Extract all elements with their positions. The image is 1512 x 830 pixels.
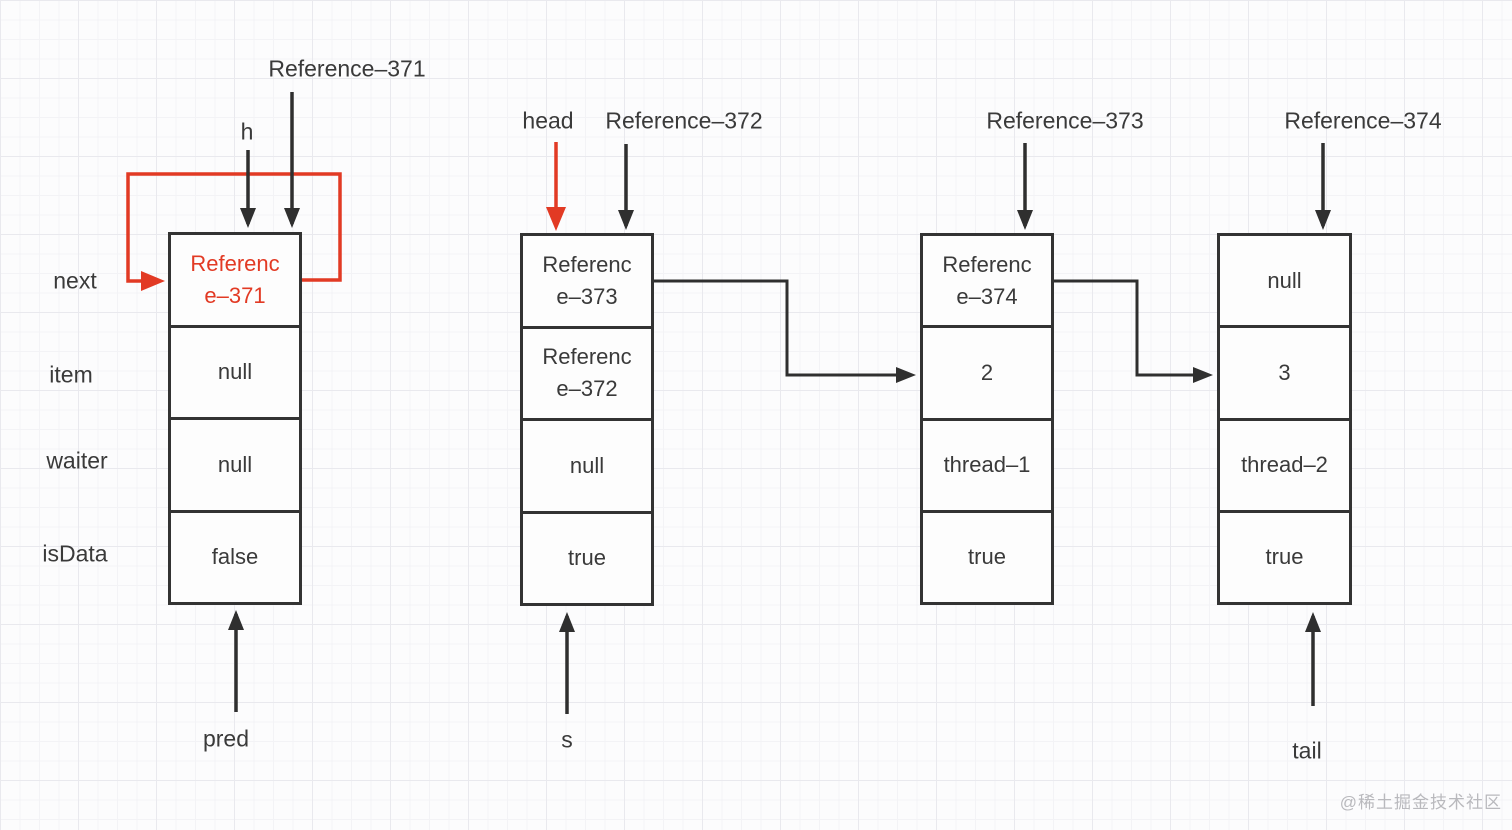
node2-waiter-cell: null: [523, 418, 651, 511]
reference-371-label: Reference–371: [268, 55, 426, 82]
node4-next-cell: null: [1267, 267, 1302, 293]
node-reference-374: null 3 thread–2 true: [1217, 233, 1352, 605]
reference-374-label: Reference–374: [1284, 107, 1442, 134]
field-label-item: item: [49, 361, 93, 388]
node1-isdata-cell: false: [171, 509, 299, 603]
node-reference-372: Referenc e–373 Referenc e–372 null true: [520, 233, 654, 606]
node1-item-cell: null: [171, 324, 299, 418]
field-label-isdata: isData: [42, 540, 108, 567]
watermark: @稀土掘金技术社区: [1339, 793, 1502, 812]
s-label: s: [561, 726, 573, 753]
node3-waiter-cell: thread–1: [923, 417, 1051, 510]
reference-372-label: Reference–372: [605, 107, 763, 134]
node4-item-cell: 3: [1220, 325, 1349, 417]
node2-item-cell: Referenc e–372: [523, 325, 651, 419]
h-label: h: [240, 118, 254, 145]
node2-next-cell: Referenc e–373: [542, 251, 632, 309]
node-reference-373: Referenc e–374 2 thread–1 true: [920, 233, 1054, 605]
node3-next-cell: Referenc e–374: [942, 251, 1032, 309]
head-label: head: [522, 107, 574, 134]
field-label-waiter: waiter: [46, 447, 108, 474]
node3-next-connector-arrow: [1054, 279, 1213, 383]
node4-isdata-cell: true: [1220, 509, 1349, 602]
reference-373-label: Reference–373: [986, 107, 1144, 134]
node2-isdata-cell: true: [523, 510, 651, 604]
tail-label: tail: [1292, 737, 1322, 764]
node1-waiter-cell: null: [171, 417, 299, 510]
node4-waiter-cell: thread–2: [1220, 417, 1349, 510]
pred-label: pred: [202, 725, 250, 752]
node1-next-cell: Referenc e–371: [190, 250, 280, 308]
node-reference-371: Referenc e–371 null null false: [168, 232, 302, 605]
node2-next-connector-arrow: [654, 279, 916, 383]
field-label-next: next: [53, 267, 97, 294]
node3-item-cell: 2: [923, 325, 1051, 417]
node3-isdata-cell: true: [923, 509, 1051, 602]
